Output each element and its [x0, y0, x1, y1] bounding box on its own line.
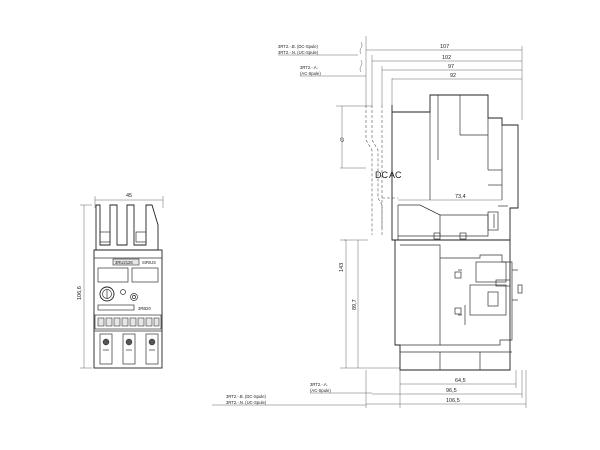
dim-top-97: 97: [448, 64, 454, 70]
front-view: 45 106,6 3RU2126 SIRIUS 3RB20: [77, 193, 164, 369]
note-top-3: 3RT2.-.A.: [300, 65, 318, 70]
dim-top-107: 107: [440, 44, 449, 50]
dim-top-92: 92: [450, 73, 456, 79]
dim-v-long: 143: [339, 263, 345, 272]
dim-mid: 73,4: [455, 194, 466, 200]
note-bot-4: 3RT2.-.N. (UC-Spule): [226, 400, 267, 405]
note-bot-2: (AC-Spule): [310, 388, 331, 393]
side-view: 3RT2.-.B. (DC-Spule) 3RT2.-.N. (UC-Spule…: [212, 36, 527, 408]
front-small-mark: 3RB20: [138, 306, 151, 311]
dim-v-short: 89,7: [352, 299, 358, 310]
front-top-label: 3RU2126: [115, 260, 133, 265]
note-bot-1: 3RT2.-.A.: [310, 382, 328, 387]
dim-bottom-64-5: 64,5: [455, 378, 466, 384]
label-ac: AC: [389, 170, 402, 180]
note-bot-3: 3RT2.-.B. (DC-Spule): [226, 394, 267, 399]
front-top-right-label: SIRIUS: [142, 260, 156, 265]
note-top-4: (AC-Spule): [300, 71, 321, 76]
dim-left-1: ∅: [339, 137, 346, 142]
note-top-2: 3RT2.-.N. (UC-Spule): [278, 50, 319, 55]
front-width-dim: 45: [126, 193, 132, 199]
dim-top-102: 102: [442, 55, 451, 61]
note-top-1: 3RT2.-.B. (DC-Spule): [278, 44, 319, 49]
dim-bottom-106-5: 106,5: [446, 398, 460, 404]
front-height-dim: 106,6: [77, 286, 83, 300]
dim-bottom-96-5: 96,5: [446, 388, 457, 394]
front-terminal-row: [97, 317, 160, 327]
